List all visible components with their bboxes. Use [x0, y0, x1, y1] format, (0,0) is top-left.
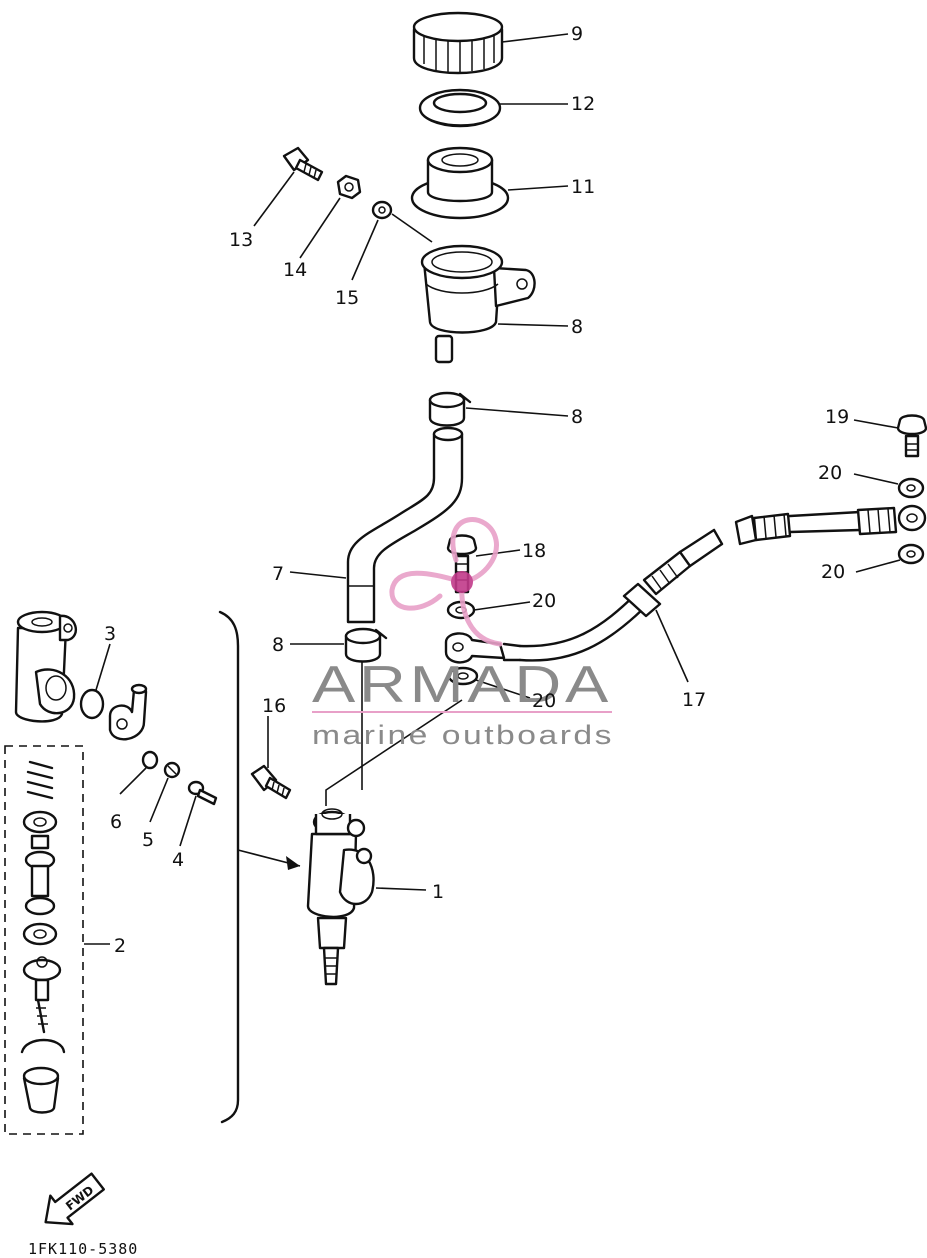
o-ring — [79, 688, 105, 720]
reservoir-hose — [346, 426, 464, 624]
joint-screw — [187, 780, 218, 806]
reservoir-tank — [420, 244, 536, 364]
callout-17: 17 — [682, 689, 706, 711]
diaphragm — [410, 146, 510, 220]
callout-18: 18 — [522, 540, 546, 562]
fwd-arrow: FWD — [44, 1172, 105, 1226]
callout-13: 13 — [229, 229, 253, 251]
callout-14: 14 — [283, 259, 307, 281]
callout-7: 7 — [272, 563, 284, 585]
union-bolt — [250, 764, 292, 800]
diaphragm-plate — [418, 88, 502, 128]
master-cylinder — [306, 808, 375, 986]
callout-20-c: 20 — [818, 462, 842, 484]
reservoir-cap — [412, 11, 504, 75]
callout-6: 6 — [110, 811, 122, 833]
hose-joint — [108, 683, 148, 741]
callout-15: 15 — [335, 287, 359, 309]
watermark-tagline: marine outboards — [312, 720, 614, 750]
callout-8-upper: 8 — [571, 406, 583, 428]
callout-20-b: 20 — [532, 690, 556, 712]
callout-8-lower: 8 — [272, 634, 284, 656]
watermark-logo — [389, 517, 503, 647]
leader-lines — [84, 33, 901, 945]
hose-clamp-upper — [428, 391, 472, 427]
joint-washer — [141, 750, 159, 770]
assembly-bracket — [218, 610, 240, 1124]
reservoir-washer — [371, 200, 433, 243]
hose-end-fitting — [734, 506, 898, 546]
callout-4: 4 — [172, 849, 184, 871]
callout-1: 1 — [432, 881, 444, 903]
drawing-code: 1FK110-5380 — [28, 1240, 138, 1258]
piston-kit — [4, 745, 84, 1135]
callout-20-a: 20 — [532, 590, 556, 612]
reservoir-nut — [336, 174, 362, 200]
callout-2: 2 — [114, 935, 126, 957]
washer-right-1 — [897, 477, 925, 499]
callout-12: 12 — [571, 93, 595, 115]
callout-16: 16 — [262, 695, 286, 717]
callout-20-d: 20 — [821, 561, 845, 583]
joint-lockwasher — [163, 761, 181, 779]
banjo-eye-right — [897, 504, 927, 532]
washer-right-2 — [897, 543, 925, 565]
brake-hose — [444, 528, 724, 664]
bleed-bolt — [896, 414, 927, 458]
callout-labels: 9 12 11 8 8 13 14 15 7 8 18 20 20 17 19 … — [104, 23, 849, 957]
callout-5: 5 — [142, 829, 154, 851]
callout-11: 11 — [571, 176, 595, 198]
hose-clamp-lower — [344, 627, 388, 663]
callout-3: 3 — [104, 623, 116, 645]
assembly-arrow-head — [286, 856, 300, 870]
watermark-brand: ARMADA — [312, 656, 612, 714]
callout-19: 19 — [825, 406, 849, 428]
master-cylinder-body-exploded — [14, 610, 78, 723]
callout-9: 8 — [571, 316, 583, 338]
reservoir-bolt — [282, 146, 324, 182]
crush-washer-lower — [447, 666, 479, 686]
callout-10: 9 — [571, 23, 583, 45]
watermark-logo-hub — [451, 571, 473, 593]
